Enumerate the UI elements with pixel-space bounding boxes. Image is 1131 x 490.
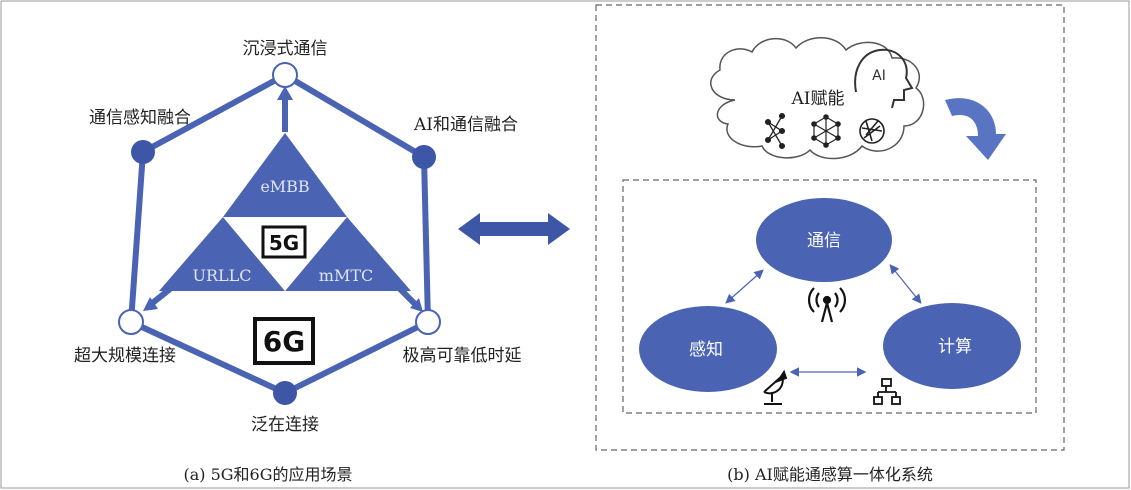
panel-a: eMBB URLLC mMTC 5G 6G 沉浸式通信 通信感知融合 AI和通信…	[74, 39, 522, 484]
label-massive-connect: 超大规模连接	[74, 346, 176, 366]
arrow-to-lower-right	[397, 286, 419, 308]
node-bottom	[273, 381, 297, 405]
network-hierarchy-icon	[873, 378, 901, 405]
node-upper-right	[412, 145, 436, 169]
mmtc-label: mMTC	[319, 266, 373, 285]
arrow-head-lower-right	[410, 298, 423, 312]
triangle-right	[285, 217, 411, 291]
triangle-left	[159, 217, 285, 291]
caption-b: (b) AI赋能通感算一体化系统	[727, 465, 933, 484]
ai-cloud	[710, 37, 925, 160]
system-frame	[622, 179, 1037, 414]
ellipse-communication	[756, 198, 892, 282]
radar-dish-icon	[763, 369, 788, 405]
node-top	[272, 62, 298, 88]
curved-arrow	[945, 98, 1006, 160]
ellipse-computing	[883, 303, 1021, 389]
ai-head-text: AI	[872, 68, 886, 84]
label-computing: 计算	[938, 337, 972, 357]
label-ai-fusion: AI和通信融合	[413, 115, 518, 135]
cloud-label: AI赋能	[791, 89, 845, 109]
mesh-network-icon	[811, 114, 841, 148]
arrow-head-lower-left	[143, 297, 158, 311]
link-comm-computing	[889, 264, 922, 304]
label-urllc: 极高可靠低时延	[403, 346, 522, 366]
antenna-icon	[807, 287, 847, 323]
triangle-top	[223, 133, 347, 217]
badge-6g-text: 6G	[263, 325, 305, 358]
label-ubiquitous: 泛在连接	[251, 415, 319, 435]
label-communication: 通信	[807, 231, 841, 251]
caption-a: (a) 5G和6G的应用场景	[183, 465, 352, 484]
badge-5g-text: 5G	[269, 231, 299, 255]
arrow-head-top	[277, 86, 293, 100]
link-comm-sensing	[725, 269, 764, 304]
urllc-label: URLLC	[192, 266, 251, 285]
panel-b-frame	[595, 4, 1065, 451]
node-lower-left	[118, 309, 144, 335]
panel-b: AI赋能 AI	[595, 4, 1065, 484]
label-sensing-fusion: 通信感知融合	[89, 108, 191, 128]
neural-network-icon	[764, 112, 786, 150]
label-immersive: 沉浸式通信	[243, 39, 328, 59]
node-upper-left	[131, 140, 155, 164]
openai-knot-icon	[859, 118, 885, 144]
badge-5g: 5G	[261, 225, 307, 259]
double-arrow	[458, 213, 570, 245]
ai-head-icon: AI	[854, 48, 914, 109]
label-sensing: 感知	[689, 340, 723, 360]
embb-label: eMBB	[260, 177, 309, 196]
node-lower-right	[415, 309, 441, 335]
ellipse-sensing	[639, 306, 777, 392]
badge-6g: 6G	[253, 317, 315, 365]
